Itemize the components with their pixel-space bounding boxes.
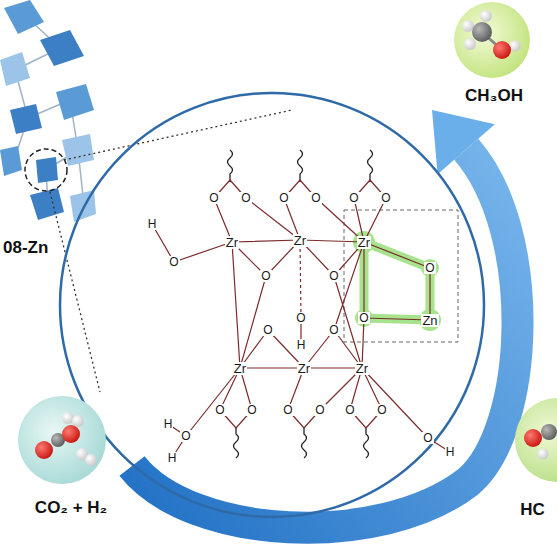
- atom-symbol: Zr: [355, 362, 369, 375]
- atom-symbol: O: [240, 192, 251, 204]
- molecule-model: [462, 10, 521, 59]
- atom-symbol: Zr: [225, 236, 239, 249]
- atom-symbol: O: [278, 192, 289, 204]
- atom-symbol: O: [260, 270, 271, 282]
- atom-symbol: O: [348, 192, 359, 204]
- atom-symbol: H: [445, 446, 456, 458]
- atom-symbol: O: [314, 404, 325, 416]
- cluster-polyhedron: [30, 188, 64, 220]
- atom-symbol: Zr: [297, 362, 311, 375]
- atom-symbol: O: [168, 256, 179, 268]
- atom-symbol: O: [310, 192, 321, 204]
- cluster-polyhedron: [10, 104, 42, 134]
- cycle-arrow: [132, 110, 518, 528]
- mof-framework: [0, 0, 96, 222]
- atom-symbol: O: [282, 404, 293, 416]
- reaction-species-node: CO₂ + H₂: [10, 394, 132, 526]
- atom-symbol: H: [296, 339, 307, 351]
- atom-symbol: O: [422, 432, 433, 444]
- species-disc: [515, 398, 557, 482]
- zoom-circle: [25, 149, 67, 191]
- atom-symbol: O: [344, 404, 355, 416]
- atom-symbol: Zr: [293, 234, 307, 247]
- cluster-polyhedron: [36, 157, 58, 183]
- atom-symbol: O: [246, 404, 257, 416]
- atom-symbol: O: [262, 324, 273, 336]
- cluster-polyhedron: [0, 52, 30, 86]
- zoom-line: [50, 192, 100, 392]
- atom-symbol: O: [380, 192, 391, 204]
- species-label: CO₂ + H₂: [35, 498, 107, 518]
- cluster-polyhedron: [56, 84, 94, 120]
- zoom-line: [64, 110, 292, 160]
- cluster-polyhedron: [4, 0, 44, 34]
- atom-symbol: O: [214, 404, 225, 416]
- atom-symbol: O: [376, 404, 387, 416]
- bond-dashed: [300, 240, 301, 318]
- atom-symbol: O: [208, 192, 219, 204]
- species-disc: [18, 396, 106, 484]
- highlight-ring: [364, 242, 430, 320]
- atom-symbol: Zr: [357, 236, 371, 249]
- linker-stubs: [228, 150, 373, 458]
- atom-symbol: O: [424, 262, 435, 274]
- magnified-circle: [60, 93, 484, 517]
- arrow-head: [432, 110, 495, 174]
- bond-lines: [152, 180, 450, 458]
- cluster-polyhedron: [40, 30, 84, 66]
- species-disc: [454, 2, 530, 78]
- structure-name: 08-Zn: [3, 238, 48, 258]
- species-label: CH₃OH: [465, 86, 523, 106]
- atom-symbol: O: [180, 430, 191, 442]
- atom-symbol: H: [167, 452, 178, 464]
- atom-symbol: Zn: [421, 314, 438, 327]
- molecule-model: [35, 412, 97, 466]
- reaction-species-node: CH₃OH: [440, 0, 548, 116]
- reaction-species-node: HC: [508, 396, 557, 528]
- atom-symbol: O: [328, 324, 339, 336]
- cluster-polyhedron: [62, 134, 94, 166]
- atom-symbol: O: [295, 312, 306, 324]
- atom-symbol: H: [163, 418, 174, 430]
- atom-symbol: O: [328, 270, 339, 282]
- molecule-model: [524, 424, 557, 460]
- atom-symbol: O: [358, 312, 369, 324]
- species-label: HC: [520, 500, 545, 520]
- atom-symbol: H: [147, 218, 158, 230]
- cluster-polyhedron: [0, 146, 22, 176]
- atom-symbol: Zr: [233, 362, 247, 375]
